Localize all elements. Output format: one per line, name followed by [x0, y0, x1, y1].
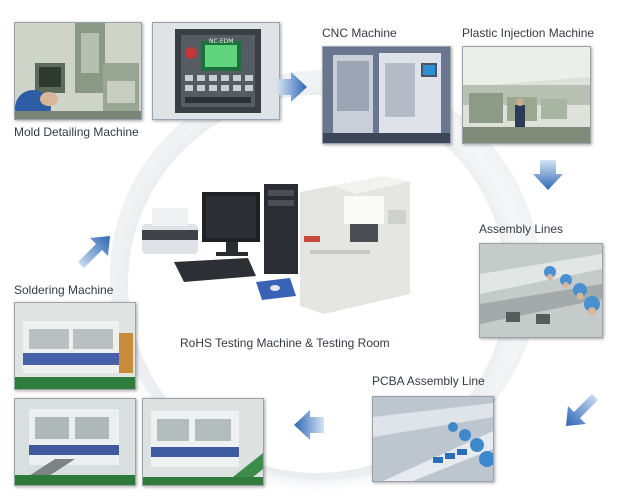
label-mold-detailing: Mold Detailing Machine: [14, 125, 139, 139]
label-assembly-lines: Assembly Lines: [479, 222, 564, 236]
assembly-lines-photo: [479, 243, 603, 338]
rohs-testing-equipment: [138, 170, 468, 320]
label-pcba-assembly: PCBA Assembly Line: [372, 374, 485, 388]
arrow-up-right-icon: [78, 236, 110, 268]
soldering-photo-1: [14, 302, 136, 390]
arrow-down-left-icon: [566, 394, 598, 426]
cnc-machine-photo: [322, 46, 451, 144]
arrow-left-icon: [294, 410, 324, 440]
label-cnc-machine: CNC Machine: [322, 26, 397, 40]
label-plastic-injection: Plastic Injection Machine: [462, 26, 595, 40]
label-soldering-machine: Soldering Machine: [14, 283, 114, 297]
mold-detailing-photo-2: NC-EDM: [152, 22, 280, 120]
screen-label: NC-EDM: [209, 38, 233, 45]
label-center-rohs: RoHS Testing Machine & Testing Room: [180, 336, 390, 350]
arrow-down-icon: [533, 160, 563, 190]
pcba-assembly-photo: [372, 396, 494, 482]
soldering-photo-3: [142, 398, 264, 486]
plastic-injection-photo: [462, 46, 591, 144]
mold-detailing-photo-1: [14, 22, 142, 120]
soldering-photo-2: [14, 398, 136, 486]
arrow-right-icon: [277, 72, 307, 102]
